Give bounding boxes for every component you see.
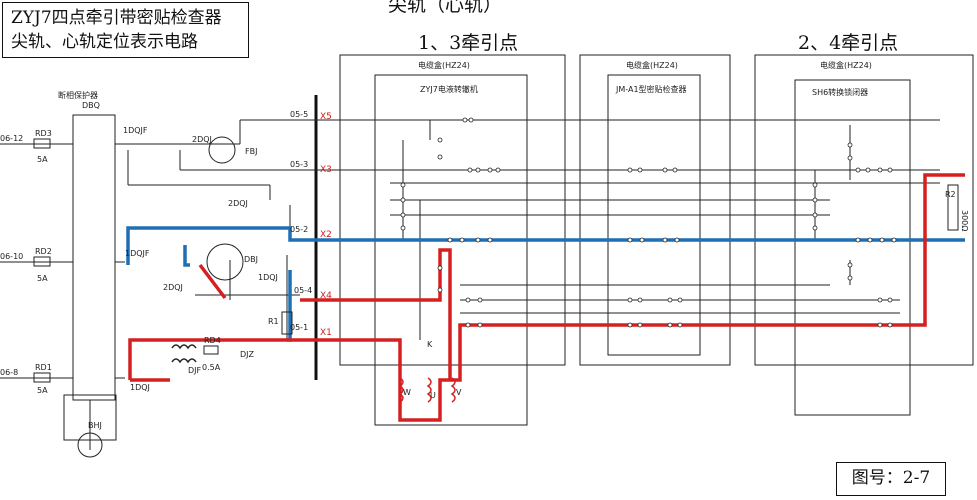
machine-label: ZYJ7电液转辙机: [420, 84, 478, 94]
red-path-x4: [300, 248, 452, 380]
cable-box-3-frame: [754, 54, 974, 366]
r2-value: 300Ω: [960, 210, 969, 231]
x3-label: X3: [320, 165, 332, 175]
r1-resistor-icon: [281, 311, 293, 335]
contact-1dqjf-mid: 1DQJF: [125, 249, 150, 258]
dbj-label: DBJ: [244, 255, 258, 264]
black-wiring: [0, 119, 940, 450]
machine-frame: [374, 74, 528, 426]
breaker-code: DBQ: [82, 101, 100, 110]
rd2-label: RD2: [35, 247, 52, 256]
wire-label-05-5: 05-5: [290, 110, 308, 119]
motor-w-coil-icon: [398, 377, 404, 403]
djz-coil: [171, 344, 197, 364]
wire-label-05-2: 05-2: [290, 225, 308, 234]
title-line-1: ZYJ7四点牵引带密贴检查器: [11, 8, 222, 28]
djf-label: DJF: [188, 366, 202, 375]
contact-2dqj-top: 2DQJ: [192, 135, 212, 144]
blue-path-stub: [183, 245, 190, 267]
fbj-relay-icon: [208, 136, 236, 164]
rd4-label: RD4: [204, 336, 221, 345]
section-label-left: 1、3牵引点: [418, 32, 519, 54]
rd2-amp: 5A: [37, 274, 48, 283]
blue-path-main: [126, 226, 965, 265]
motor-k-label: K: [427, 340, 433, 349]
x1-label: X1: [320, 328, 332, 338]
cable-box-3-label: 电缆盒(HZ24): [820, 60, 872, 70]
terminal-06-12: 06-12: [0, 134, 23, 143]
rd3-amp: 5A: [37, 155, 48, 164]
breaker-label: 断相保护器: [58, 90, 98, 100]
r2-label: R2: [945, 190, 956, 199]
bhj-label: BHJ: [88, 421, 102, 430]
motor-v-coil-icon: [450, 377, 456, 403]
checker-label: JM-A1型密贴检查器: [615, 84, 687, 94]
contact-1dqj-bottom: 1DQJ: [130, 383, 150, 392]
center-heading: 尖轨（心轨）: [388, 0, 503, 16]
contact-1dqjf-top: 1DQJF: [123, 126, 148, 135]
terminal-06-10: 06-10: [0, 252, 23, 261]
red-path-dbj: [198, 263, 227, 300]
diagram-title-box: ZYJ7四点牵引带密贴检查器 尖轨、心轨定位表示电路: [2, 2, 249, 58]
figure-number-box: 图号：2-7: [836, 462, 946, 496]
contact-dots: [400, 117, 897, 328]
djz-label: DJZ: [240, 350, 255, 359]
x4-label: X4: [320, 291, 332, 301]
motor-u-label: U: [430, 391, 436, 400]
cable-box-1-frame: [339, 54, 566, 366]
x2-label: X2: [320, 230, 332, 240]
title-line-2: 尖轨、心轨定位表示电路: [11, 32, 198, 52]
djf-coil-icon: [171, 358, 197, 364]
motor-coils: [398, 377, 456, 403]
contact-2dqj-mid: 2DQJ: [163, 283, 183, 292]
motor-u-coil-icon: [426, 377, 432, 403]
motor-v-label: V: [456, 388, 462, 397]
rd3-label: RD3: [35, 129, 52, 138]
wire-label-05-1: 05-1: [290, 323, 308, 332]
rd4-fuse-icon: [203, 345, 219, 355]
rd4-amp: 0.5A: [202, 363, 221, 372]
r1-label: R1: [268, 317, 279, 326]
motor-w-label: W: [403, 388, 411, 397]
rd1-label: RD1: [35, 363, 52, 372]
breaker-frame: [72, 114, 116, 401]
rd1-amp: 5A: [37, 386, 48, 395]
rd2-fuse-icon: [33, 256, 51, 267]
cable-box-1-label: 电缆盒(HZ24): [418, 60, 470, 70]
red-path-main: [128, 173, 965, 422]
components: [33, 136, 959, 458]
cable-box-2-label: 电缆盒(HZ24): [626, 60, 678, 70]
lock-label: SH6转换锁闭器: [812, 87, 868, 97]
contact-2dqj-upper: 2DQJ: [228, 199, 248, 208]
dbj-relay-icon: [206, 243, 244, 281]
wire-label-05-3: 05-3: [290, 160, 308, 169]
terminal-06-8: 06-8: [0, 368, 18, 377]
x5-label: X5: [320, 112, 332, 122]
bhj-relay-icon: [77, 432, 103, 458]
section-label-right: 2、4牵引点: [798, 32, 899, 54]
djz-coil-icon: [171, 344, 197, 350]
rd1-fuse-icon: [33, 372, 51, 383]
enclosures: [63, 54, 974, 441]
fbj-label: FBJ: [245, 147, 257, 156]
cable-box-2-frame: [579, 54, 731, 366]
rd3-fuse-icon: [33, 138, 51, 149]
contact-1dqj-mid: 1DQJ: [258, 273, 278, 282]
wire-label-05-4: 05-4: [294, 286, 312, 295]
r2-resistor-icon: [947, 184, 959, 231]
lock-frame: [794, 79, 911, 416]
